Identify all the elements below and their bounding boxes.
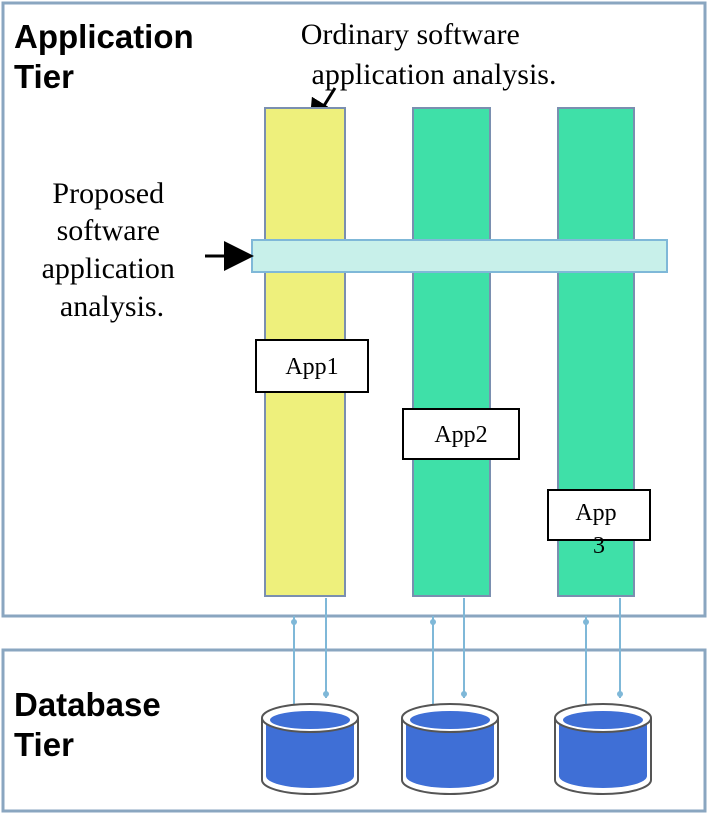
database-tier-title-line2: Tier [14,726,74,763]
proposed-analysis-label: Proposed software application analysis. [42,177,183,323]
connector-dot [430,619,436,625]
app3-label: App 3 [575,500,622,559]
application-tier-title-line2: Tier [14,58,74,95]
connector-dot [617,691,623,697]
database-tier-title: Database Tier [14,686,170,763]
proposed-analysis-label-line3: application [42,252,175,285]
proposed-analysis-label-line4: analysis. [60,290,164,323]
proposed-analysis-label-line2: software [57,214,160,247]
database-icon [261,703,359,795]
connector-dot [291,619,297,625]
ordinary-analysis-label-line2: application analysis. [312,58,557,91]
database-icon [401,703,499,795]
app3-label-line2: 3 [593,533,605,559]
app1-box [255,339,369,393]
app2-box [402,408,520,460]
connector-dot [461,691,467,697]
connector-dot [323,691,329,697]
database-tier-title-line1: Database [14,686,161,723]
app2-label: App2 [434,422,487,448]
ordinary-analysis-label: Ordinary software application analysis. [301,18,557,91]
database-icon [554,703,652,795]
application-tier-title: Application Tier [14,18,203,95]
application-tier-title-line1: Application [14,18,194,55]
column-app2 [412,107,491,597]
app3-box [547,489,651,541]
app1-label: App1 [285,354,338,380]
proposed-analysis-bar [251,239,668,273]
connector-dot [583,619,589,625]
proposed-analysis-label-line1: Proposed [52,177,164,210]
ordinary-analysis-label-line1: Ordinary software [301,18,520,51]
app3-label-line1: App [575,500,616,526]
